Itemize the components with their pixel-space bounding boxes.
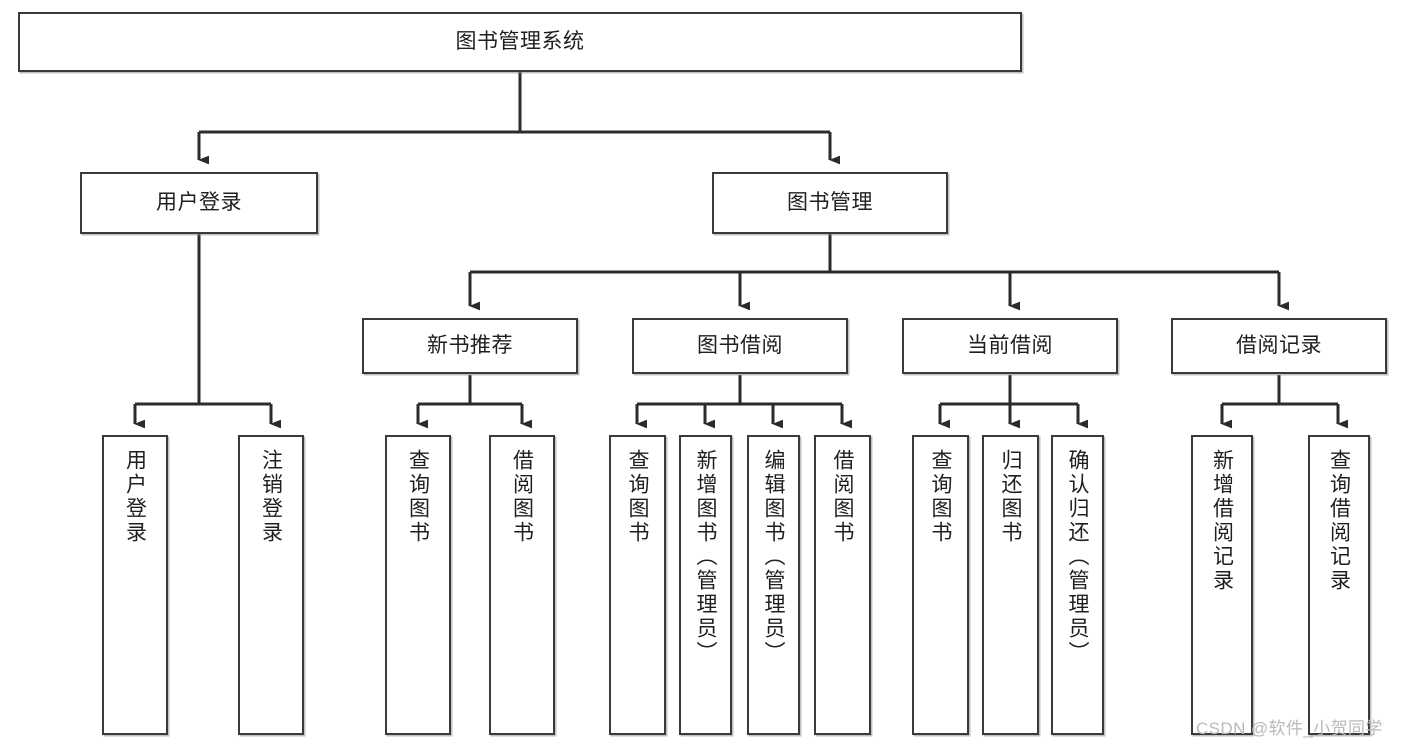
leaf-add-book[interactable]: 新增图书（管理员）: [679, 435, 732, 735]
node-book-borrow[interactable]: 图书借阅: [632, 318, 848, 374]
leaf-edit-book[interactable]: 编辑图书（管理员）: [747, 435, 800, 735]
node-new-book-recommend-label: 新书推荐: [427, 333, 513, 357]
leaf-add-book-label: 新增图书（管理员）: [694, 449, 717, 665]
node-book-borrow-label: 图书借阅: [697, 333, 783, 357]
leaf-add-record-label: 新增借阅记录: [1210, 449, 1234, 593]
node-book-manage-label: 图书管理: [787, 190, 873, 214]
node-borrow-record-label: 借阅记录: [1236, 333, 1322, 357]
node-root-label: 图书管理系统: [455, 29, 585, 53]
leaf-query-book-3[interactable]: 查询图书: [912, 435, 969, 735]
leaf-confirm-return-label: 确认归还（管理员）: [1066, 449, 1089, 665]
leaf-query-record-label: 查询借阅记录: [1327, 449, 1351, 593]
node-book-manage[interactable]: 图书管理: [712, 172, 948, 234]
leaf-borrow-book-1-label: 借阅图书: [510, 449, 534, 545]
leaf-query-book-2[interactable]: 查询图书: [609, 435, 666, 735]
node-current-borrow[interactable]: 当前借阅: [902, 318, 1118, 374]
watermark: CSDN @软件_小贺同学: [1196, 719, 1383, 738]
leaf-edit-book-label: 编辑图书（管理员）: [762, 449, 785, 665]
leaf-query-book-1[interactable]: 查询图书: [385, 435, 451, 735]
leaf-query-book-3-label: 查询图书: [929, 449, 952, 545]
leaf-logout[interactable]: 注销登录: [238, 435, 304, 735]
leaf-logout-label: 注销登录: [259, 449, 283, 545]
leaf-return-book-label: 归还图书: [999, 449, 1022, 545]
node-current-borrow-label: 当前借阅: [967, 333, 1053, 357]
leaf-query-record[interactable]: 查询借阅记录: [1308, 435, 1370, 735]
leaf-confirm-return[interactable]: 确认归还（管理员）: [1051, 435, 1104, 735]
node-user-login-label: 用户登录: [156, 190, 242, 214]
node-borrow-record[interactable]: 借阅记录: [1171, 318, 1387, 374]
leaf-query-book-2-label: 查询图书: [626, 449, 649, 545]
leaf-borrow-book-2-label: 借阅图书: [831, 449, 854, 545]
leaf-user-login-label: 用户登录: [123, 449, 147, 545]
leaf-add-record[interactable]: 新增借阅记录: [1191, 435, 1253, 735]
leaf-borrow-book-1[interactable]: 借阅图书: [489, 435, 555, 735]
leaf-return-book[interactable]: 归还图书: [982, 435, 1039, 735]
node-new-book-recommend[interactable]: 新书推荐: [362, 318, 578, 374]
node-root[interactable]: 图书管理系统: [18, 12, 1022, 72]
leaf-query-book-1-label: 查询图书: [406, 449, 430, 545]
node-user-login[interactable]: 用户登录: [80, 172, 318, 234]
leaf-user-login[interactable]: 用户登录: [102, 435, 168, 735]
leaf-borrow-book-2[interactable]: 借阅图书: [814, 435, 871, 735]
